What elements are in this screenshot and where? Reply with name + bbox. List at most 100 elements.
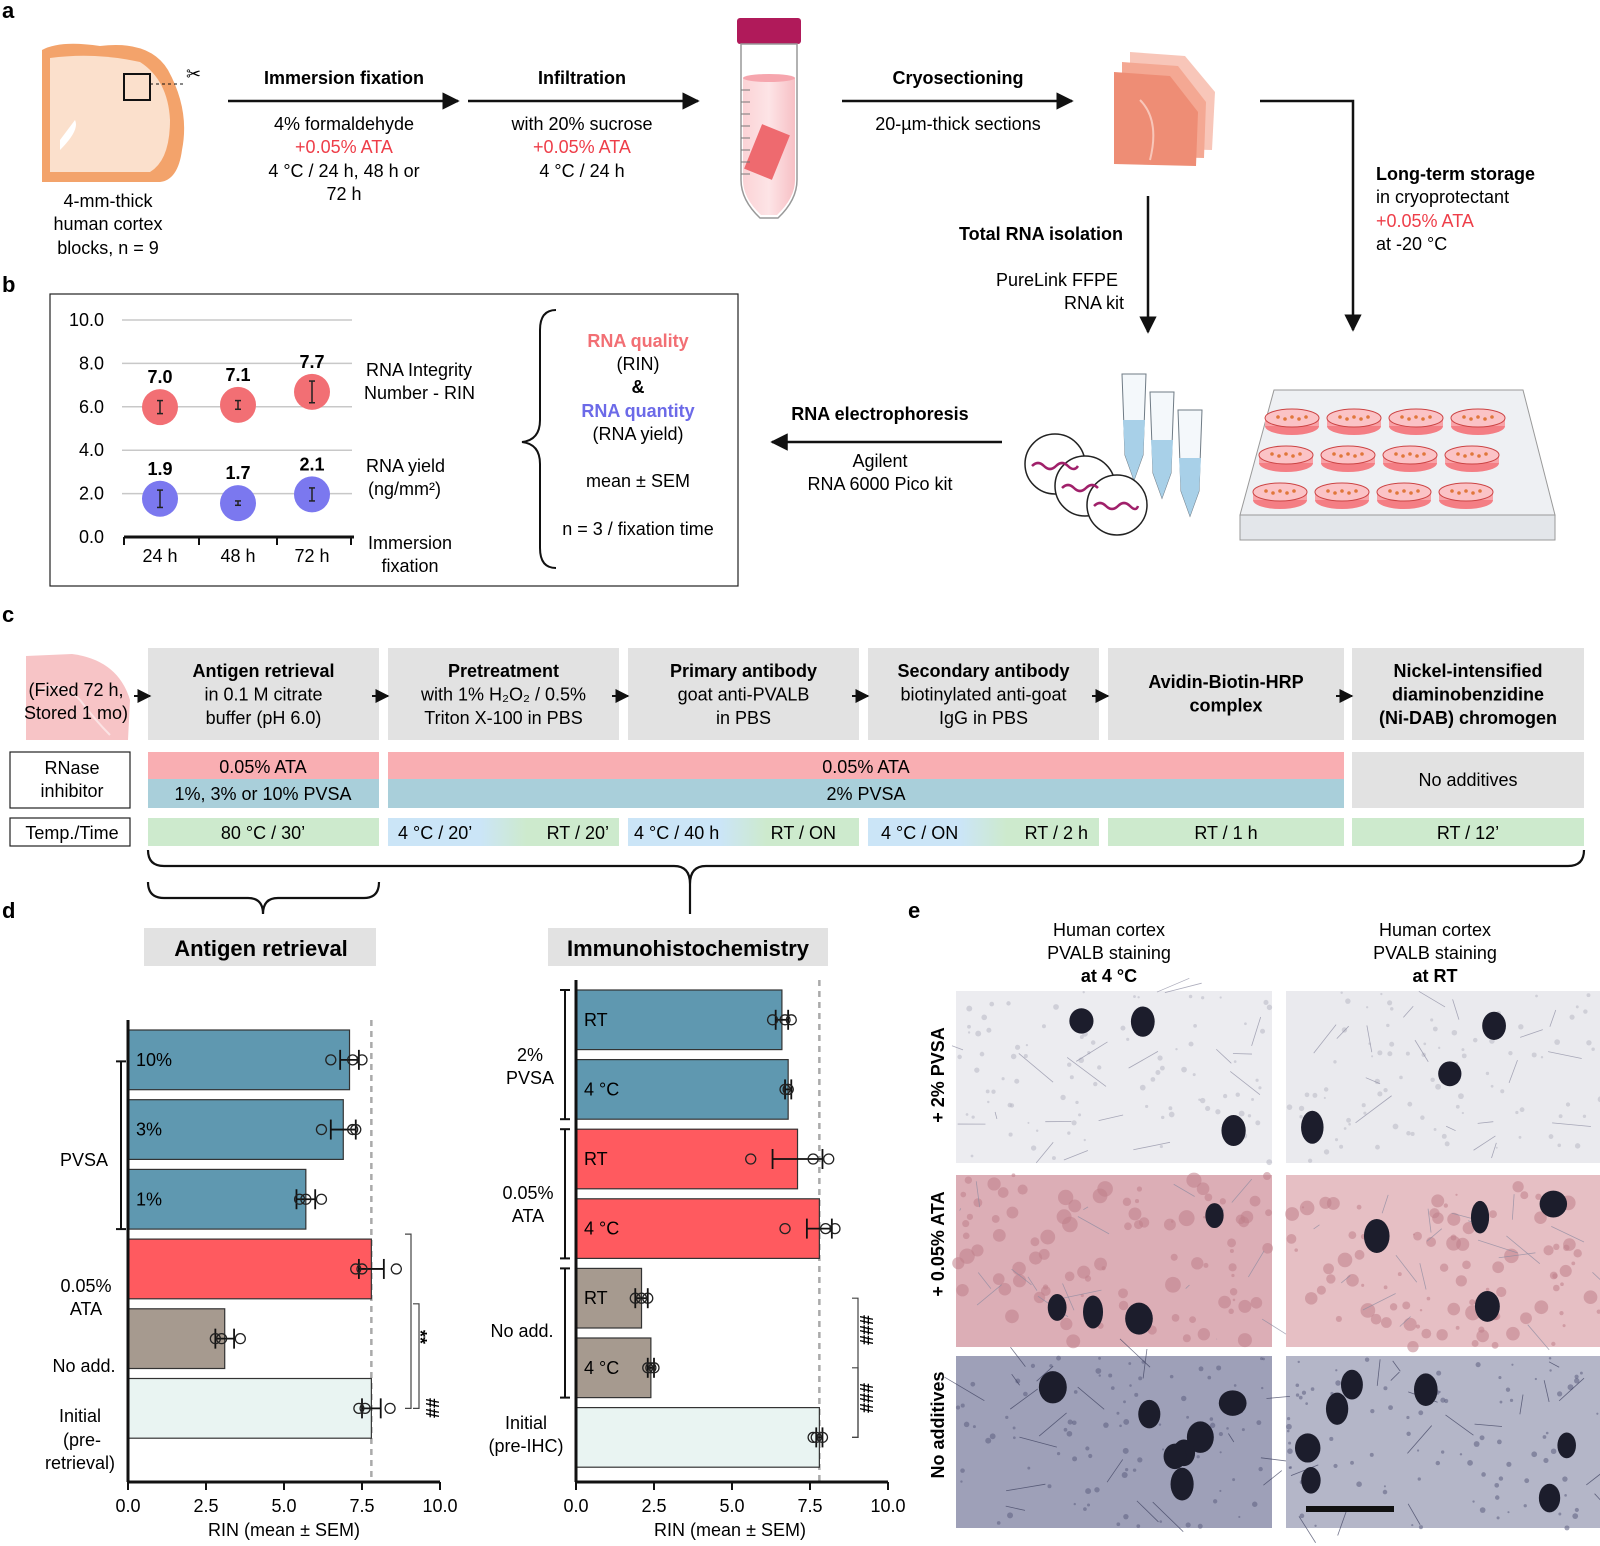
data-label: 1.7 — [225, 463, 250, 483]
x-tick-label: 24 h — [142, 546, 177, 566]
tissue-sections-illustration — [1114, 52, 1215, 166]
brace-stat: mean ± SEM — [586, 471, 690, 491]
e-row3-label: No additives — [928, 1371, 948, 1478]
dr-group-initial-2: (pre-IHC) — [489, 1436, 564, 1456]
data-point — [315, 1193, 328, 1205]
cryo-line: 20-µm-thick sections — [875, 114, 1040, 134]
neuron — [1163, 1443, 1187, 1470]
dr-sig-hash-2: ### — [856, 1383, 876, 1413]
brace-rin: (RIN) — [617, 354, 660, 374]
data-point — [782, 1083, 794, 1096]
well — [1258, 445, 1314, 472]
step-box — [148, 648, 379, 740]
cryo-title: Cryosectioning — [892, 68, 1023, 88]
dl-group-initial-2: (pre- — [63, 1430, 101, 1450]
x-tick-label: 7.5 — [349, 1496, 374, 1516]
panel-label-b: b — [2, 272, 15, 297]
neuron — [1125, 1302, 1153, 1335]
arrow-storage — [1260, 99, 1362, 332]
data-point — [642, 1362, 654, 1374]
data-point — [807, 1153, 819, 1165]
temp-abc: RT / 1 h — [1194, 823, 1257, 843]
well — [1438, 482, 1494, 509]
dr-group-pvsa-2: PVSA — [506, 1068, 554, 1088]
micrograph-grid — [944, 977, 1600, 1543]
bar-label: 1% — [136, 1189, 162, 1209]
bar — [127, 1238, 372, 1300]
brace-n: n = 3 / fixation time — [562, 519, 714, 539]
step-title: Avidin-Biotin-HRP — [1148, 672, 1303, 692]
d-left-title: Antigen retrieval — [174, 936, 348, 961]
bar-label: 4 °C — [584, 1219, 619, 1239]
step-box — [868, 648, 1099, 740]
rin-label-2: Number - RIN — [364, 383, 475, 403]
svg-text:✂: ✂ — [186, 64, 201, 84]
step-box — [388, 648, 619, 740]
brace-amp: & — [632, 377, 645, 397]
yield-label-2: (ng/mm²) — [368, 479, 441, 499]
panel-label-e: e — [908, 898, 920, 923]
bar-label: RT — [584, 1288, 608, 1308]
infiltration-line-3: 4 °C / 24 h — [539, 161, 624, 181]
well — [1444, 445, 1500, 472]
data-point — [390, 1263, 402, 1275]
step-title: Antigen retrieval — [192, 661, 334, 681]
x-tick-label: 10.0 — [422, 1496, 457, 1516]
data-point — [648, 1362, 660, 1374]
bar — [127, 1168, 307, 1230]
inhibitor-pvsa-retrieval: 1%, 3% or 10% PVSA — [174, 784, 351, 804]
dl-group-pvsa: PVSA — [60, 1150, 108, 1170]
data-point — [823, 1153, 835, 1165]
micrograph — [952, 1172, 1293, 1349]
rna-isolation-line-1: PureLink FFPE — [996, 270, 1118, 290]
data-point — [635, 1292, 648, 1304]
falcon-tube-illustration — [737, 18, 801, 219]
temp-retrieval: 80 °C / 30’ — [221, 823, 305, 843]
neuron — [1038, 1371, 1067, 1404]
well — [1320, 445, 1376, 472]
panel-label-d: d — [2, 898, 15, 923]
bar-label: 3% — [136, 1120, 162, 1140]
storage-line-3: at -20 °C — [1376, 234, 1447, 254]
dl-group-ata-1: 0.05% — [60, 1276, 111, 1296]
neuron — [1221, 1114, 1246, 1147]
neuron — [1413, 1373, 1438, 1406]
neuron — [1069, 1008, 1094, 1034]
step-detail: Triton X-100 in PBS — [424, 708, 582, 728]
temp-sec-rt: RT / 2 h — [1025, 823, 1088, 843]
well — [1326, 408, 1382, 435]
neuron — [1301, 1110, 1324, 1144]
inhibitor-pvsa-ihc: 2% PVSA — [826, 784, 905, 804]
neuron — [1538, 1483, 1561, 1513]
data-point — [779, 1014, 791, 1026]
bar — [127, 1308, 226, 1370]
electro-line-2: RNA 6000 Pico kit — [807, 474, 952, 494]
neuron — [1474, 1290, 1500, 1322]
bar-label: RT — [584, 1010, 608, 1030]
bar — [127, 1029, 351, 1091]
temp-header-box — [9, 817, 131, 847]
brain-block-illustration: ✂ — [42, 43, 201, 182]
neuron — [1539, 1190, 1568, 1218]
neuron — [1482, 1011, 1506, 1040]
micrograph — [1285, 1175, 1600, 1353]
step-detail: complex — [1189, 696, 1262, 716]
step-detail: in 0.1 M citrate — [204, 685, 322, 705]
retrieval-brace — [146, 881, 381, 915]
y-tick-label: 8.0 — [79, 353, 104, 373]
data-point — [779, 1222, 791, 1235]
panel-label-a: a — [2, 0, 15, 23]
scale-bar — [1306, 1506, 1394, 1512]
block-caption-2: human cortex — [53, 214, 162, 234]
immersion-line-1: 4% formaldehyde — [274, 114, 414, 134]
neuron — [1363, 1218, 1390, 1253]
data-point — [785, 1014, 797, 1026]
data-point — [816, 1431, 829, 1444]
block-caption-3: blocks, n = 9 — [57, 238, 159, 258]
inhibitor-header-1: RNase — [44, 758, 99, 778]
neuron — [1438, 1061, 1462, 1087]
data-label: 2.1 — [299, 454, 324, 474]
